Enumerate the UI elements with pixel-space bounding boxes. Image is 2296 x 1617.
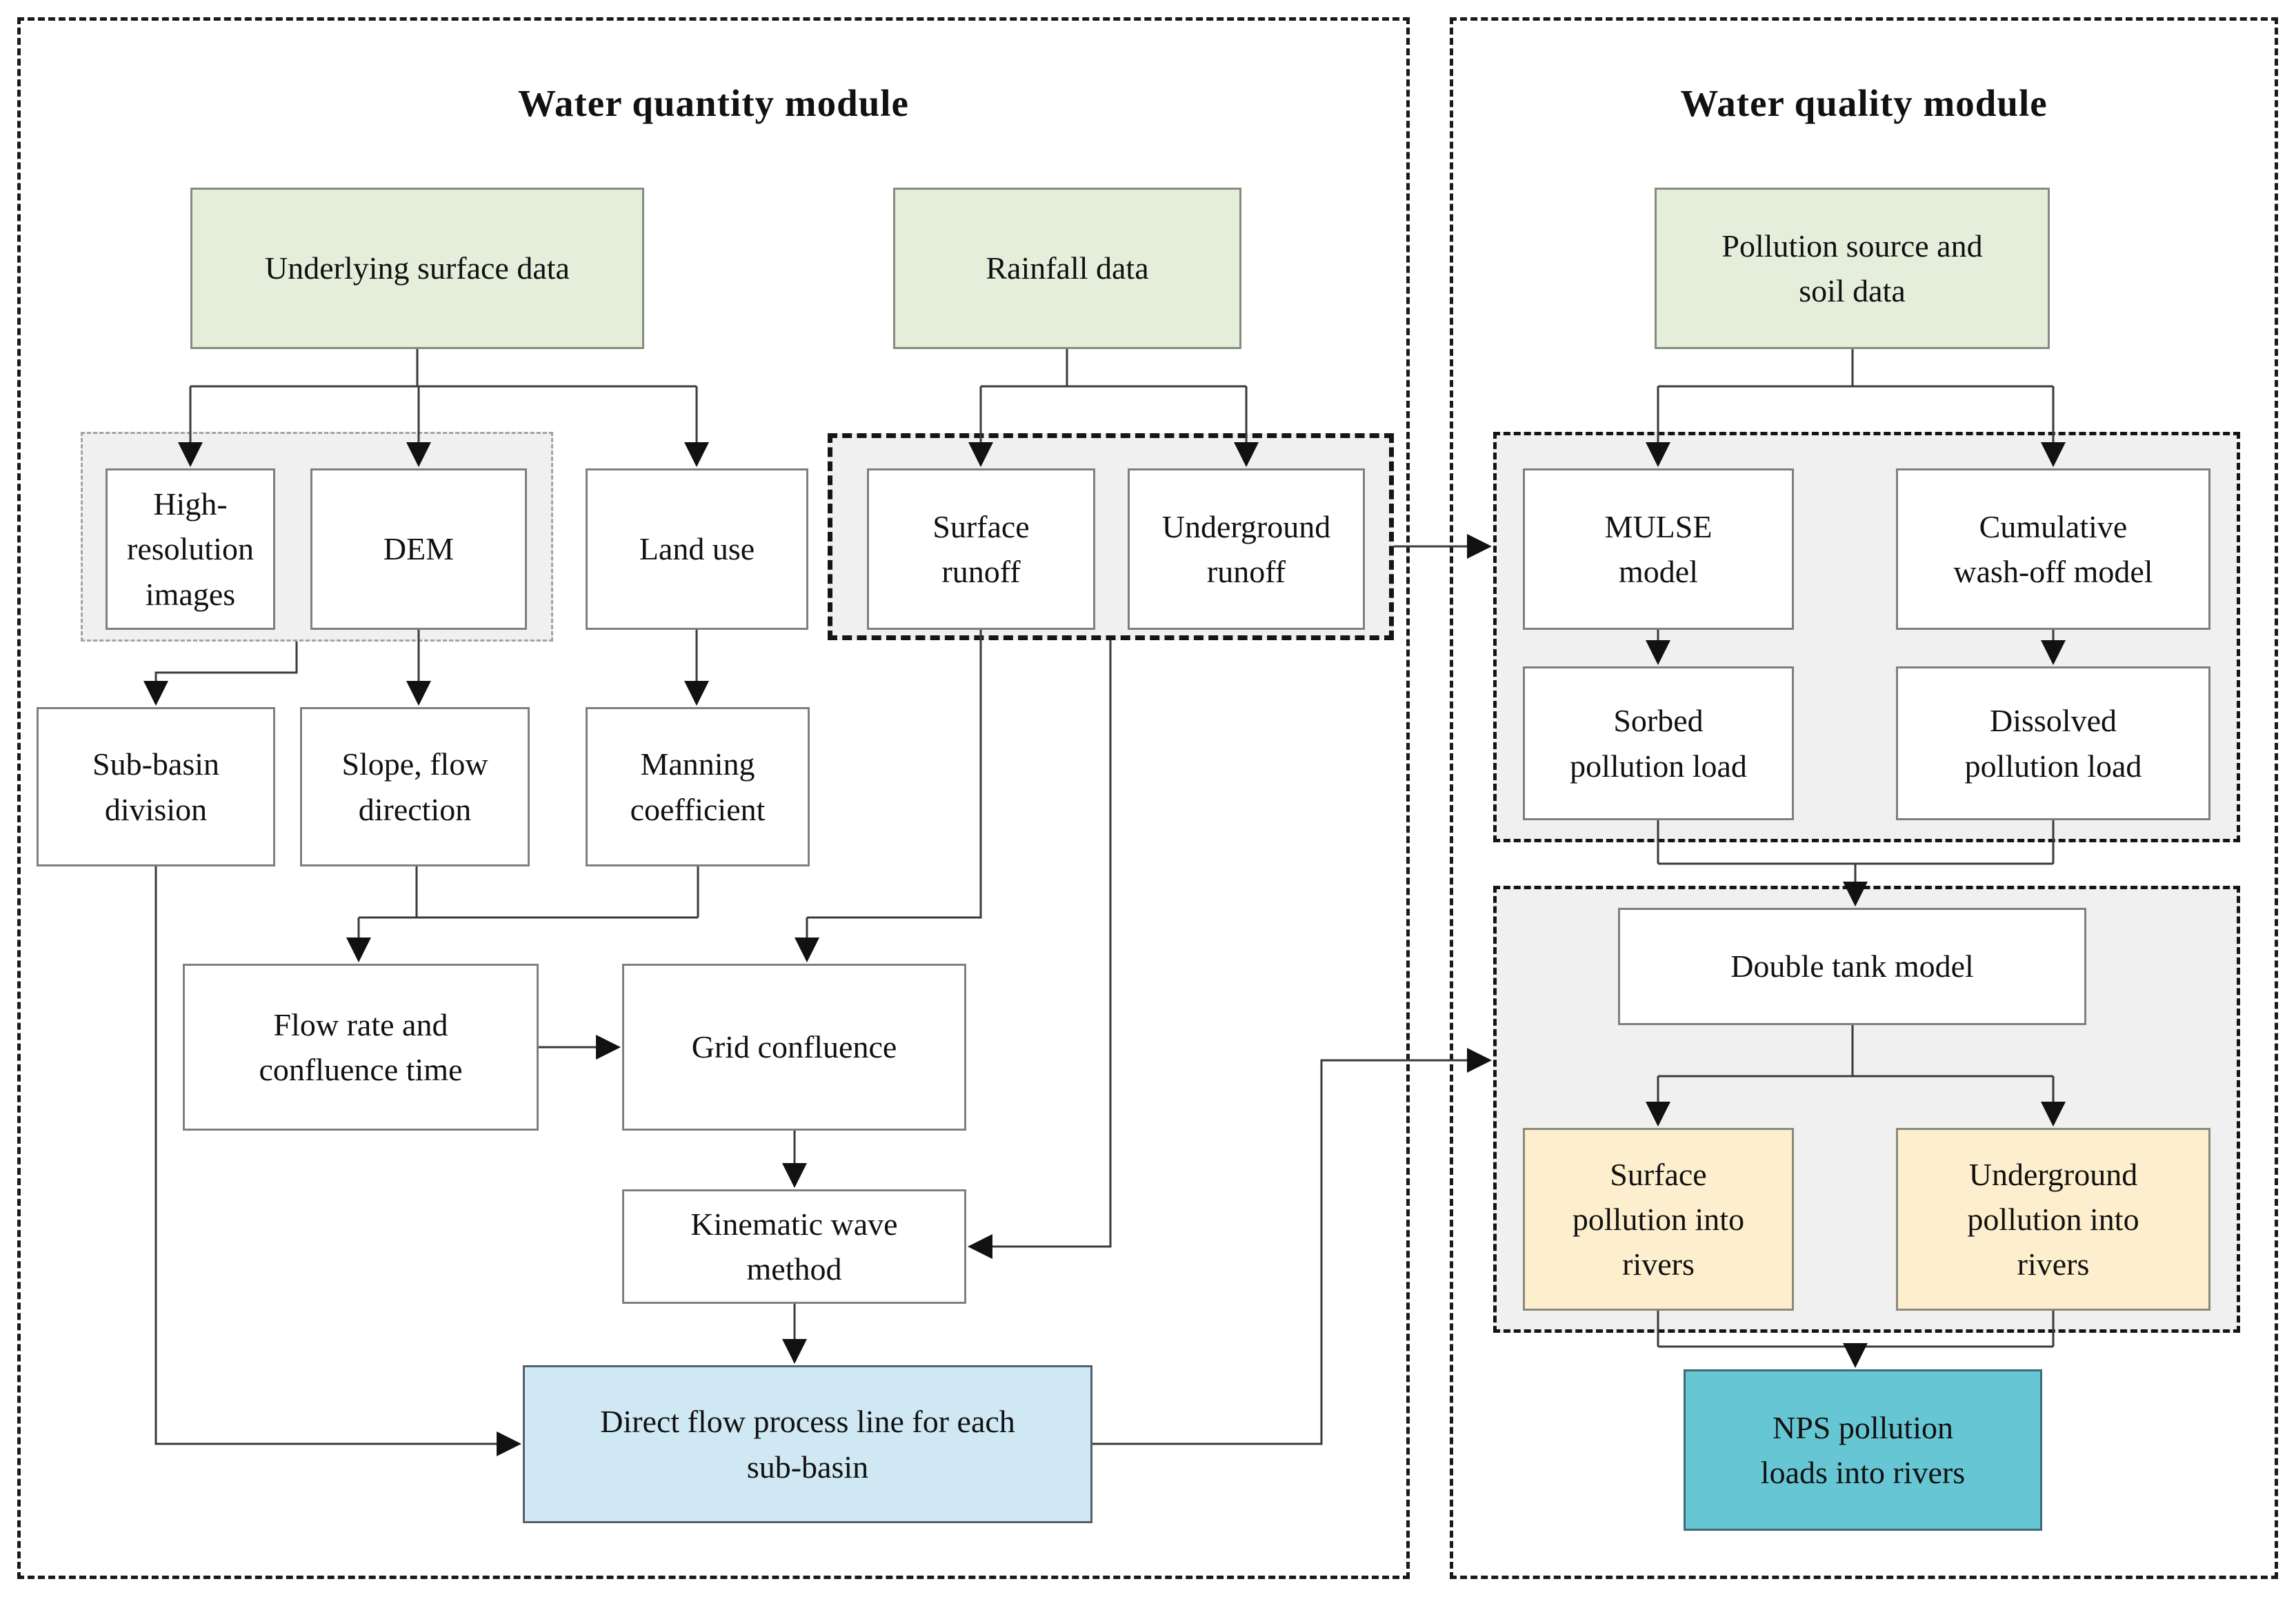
connector	[143, 642, 298, 706]
node-pollution-source-soil-data: Pollution source and soil data	[1655, 188, 2050, 349]
node-direct-flow-process-line: Direct flow process line for each sub-ba…	[523, 1365, 1092, 1523]
water-quantity-module-frame	[17, 17, 1410, 1579]
node-label: Underground runoff	[1161, 508, 1331, 589]
node-label: Land use	[639, 531, 755, 567]
node-mulse-model: MULSE model	[1523, 468, 1794, 630]
node-label: Underground pollution into rivers	[1967, 1156, 2139, 1282]
node-label: Sorbed pollution load	[1570, 703, 1747, 784]
node-label: Kinematic wave method	[690, 1206, 898, 1287]
node-underground-runoff: Underground runoff	[1128, 468, 1365, 630]
node-rainfall-data: Rainfall data	[893, 188, 1241, 349]
node-label: Rainfall data	[986, 250, 1149, 286]
node-grid-confluence: Grid confluence	[622, 964, 966, 1131]
node-label: Pollution source and soil data	[1721, 228, 1983, 308]
node-label: Surface runoff	[932, 508, 1030, 589]
node-label: High- resolution images	[127, 486, 254, 612]
node-surface-runoff: Surface runoff	[867, 468, 1095, 630]
node-label: Dissolved pollution load	[1964, 703, 2142, 784]
node-kinematic-wave-method: Kinematic wave method	[622, 1189, 966, 1304]
node-underlying-surface-data: Underlying surface data	[190, 188, 644, 349]
water-quantity-module-title: Water quantity module	[518, 82, 909, 124]
node-slope-flow-direction: Slope, flow direction	[300, 707, 530, 866]
node-manning-coefficient: Manning coefficient	[586, 707, 810, 866]
node-label: Surface pollution into rivers	[1572, 1156, 1745, 1282]
connector	[967, 640, 1112, 1259]
node-land-use: Land use	[586, 468, 808, 630]
node-label: Flow rate and confluence time	[259, 1006, 463, 1087]
water-quality-module-title: Water quality module	[1680, 82, 2048, 124]
node-label: Underlying surface data	[265, 250, 570, 286]
node-cumulative-washoff-model: Cumulative wash-off model	[1896, 468, 2210, 630]
node-label: DEM	[383, 531, 455, 567]
node-double-tank-model: Double tank model	[1618, 908, 2086, 1025]
node-flow-rate-confluence-time: Flow rate and confluence time	[183, 964, 539, 1131]
node-sub-basin-division: Sub-basin division	[37, 707, 275, 866]
connector	[1092, 1048, 1493, 1445]
connector	[154, 866, 522, 1456]
node-label: Direct flow process line for each sub-ba…	[600, 1404, 1015, 1485]
node-sorbed-pollution-load: Sorbed pollution load	[1523, 666, 1794, 820]
node-surface-pollution-into-rivers: Surface pollution into rivers	[1523, 1128, 1794, 1311]
node-dissolved-pollution-load: Dissolved pollution load	[1896, 666, 2210, 820]
node-label: Manning coefficient	[630, 746, 766, 827]
node-label: MULSE model	[1604, 508, 1713, 589]
water-quality-module-frame	[1450, 17, 2278, 1579]
node-high-resolution-images: High- resolution images	[106, 468, 275, 630]
node-nps-pollution-loads: NPS pollution loads into rivers	[1684, 1369, 2042, 1531]
node-label: Cumulative wash-off model	[1953, 508, 2153, 589]
node-underground-pollution-into-rivers: Underground pollution into rivers	[1896, 1128, 2210, 1311]
node-label: NPS pollution loads into rivers	[1760, 1409, 1966, 1490]
node-label: Double tank model	[1730, 949, 1974, 984]
node-dem: DEM	[310, 468, 527, 630]
connector	[807, 630, 982, 919]
node-label: Sub-basin division	[92, 746, 219, 827]
node-label: Slope, flow direction	[341, 746, 488, 827]
node-label: Grid confluence	[691, 1029, 897, 1065]
